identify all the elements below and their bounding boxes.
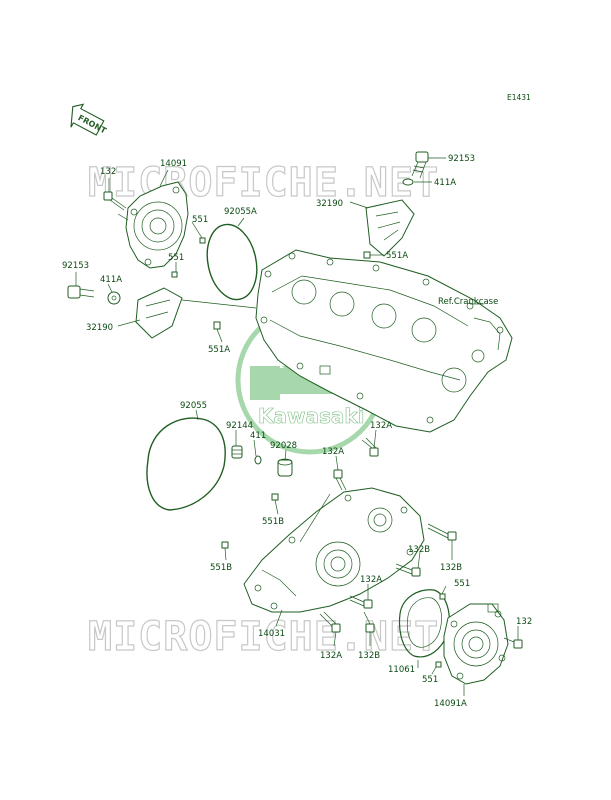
label-411A-left: 411A: [100, 275, 122, 285]
front-arrow-icon: FRONT: [70, 103, 108, 136]
bolt-132A-upper: [361, 437, 379, 457]
pin-551-a: [199, 237, 206, 244]
label-411: 411: [250, 431, 266, 441]
label-551-b: 551: [168, 253, 184, 263]
logo-text: Kawasaki: [258, 404, 365, 428]
bushing-92028: [277, 458, 293, 477]
label-551B-left: 551B: [210, 563, 232, 573]
screw-92153-top: [411, 151, 429, 179]
bolt-132-top: [103, 191, 127, 211]
label-92153-top: 92153: [448, 154, 475, 164]
label-32190-left: 32190: [86, 323, 113, 333]
pin-551B-left: [221, 541, 229, 549]
label-132B-a: 132B: [408, 545, 430, 555]
o-ring-92055A: [206, 223, 258, 301]
label-11061: 11061: [388, 665, 415, 675]
bolt-132B-a: [427, 523, 457, 541]
label-551-right: 551: [454, 579, 470, 589]
diagram-code: E1431: [507, 93, 531, 102]
bolt-132B-c: [363, 611, 375, 633]
washer-411A-left: [107, 291, 121, 305]
label-551A-left: 551A: [208, 345, 230, 355]
label-92055A: 92055A: [224, 207, 257, 217]
label-ref-crankcase: Ref.Crankcase: [438, 297, 498, 307]
bracket-32190-left: [135, 287, 183, 339]
washer-411: [254, 455, 262, 465]
label-132A-mid: 132A: [322, 447, 344, 457]
watermark-bottom: MICROFICHE.NET: [88, 614, 439, 660]
pin-551-right: [439, 593, 446, 600]
label-132B-c: 132B: [358, 651, 380, 661]
label-132A-bottom: 132A: [320, 651, 342, 661]
label-551A-top: 551A: [386, 251, 408, 261]
bracket-32190-top: [365, 199, 415, 257]
label-132-top: 132: [100, 167, 116, 177]
label-132B-b: 132B: [440, 563, 462, 573]
washer-411A-top: [402, 178, 414, 186]
bolt-132B-b: [395, 563, 421, 577]
bolt-132A-mid: [333, 469, 347, 491]
label-14091A: 14091A: [434, 699, 467, 709]
pin-551A-top: [363, 251, 371, 259]
bolt-132A-right: [349, 595, 373, 609]
o-ring-92055: [146, 417, 226, 511]
label-132A-right: 132A: [360, 575, 382, 585]
label-92028: 92028: [270, 441, 297, 451]
label-92144: 92144: [226, 421, 253, 431]
pin-551-bottom: [435, 661, 442, 668]
screw-92153-left: [67, 285, 95, 299]
label-92055: 92055: [180, 401, 207, 411]
label-551B-mid: 551B: [262, 517, 284, 527]
label-32190-top: 32190: [316, 199, 343, 209]
pin-551A-left: [213, 321, 221, 330]
crankcase: [255, 249, 513, 433]
label-14031: 14031: [258, 629, 285, 639]
pin-551-b: [171, 271, 178, 278]
pin-551B-mid: [271, 493, 279, 501]
cover-14091: [117, 181, 189, 269]
label-92153-left: 92153: [62, 261, 89, 271]
label-551-bottom: 551: [422, 675, 438, 685]
label-411A-top: 411A: [434, 178, 456, 188]
label-132A-top: 132A: [370, 421, 392, 431]
label-14091: 14091: [160, 159, 187, 169]
label-132-right: 132: [516, 617, 532, 627]
label-551-a: 551: [192, 215, 208, 225]
cover-14091A: [443, 603, 509, 685]
spring-92144: [231, 445, 243, 459]
cover-14031: [243, 487, 425, 613]
